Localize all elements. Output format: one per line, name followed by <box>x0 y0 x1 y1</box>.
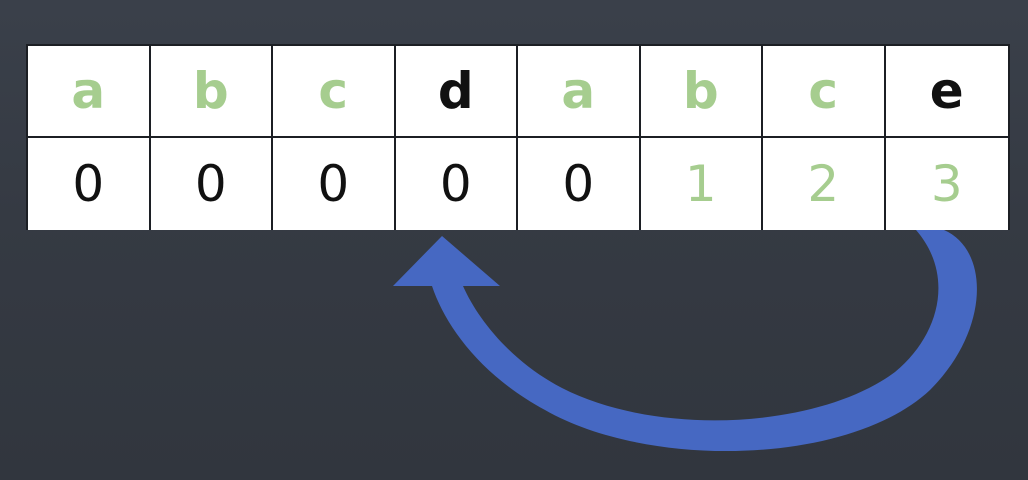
value-cell: 0 <box>273 138 396 230</box>
char-label: b <box>682 62 719 120</box>
value-label: 0 <box>317 155 350 213</box>
char-label: a <box>561 62 596 120</box>
value-label: 0 <box>72 155 105 213</box>
value-cell: 0 <box>518 138 641 230</box>
value-label: 1 <box>684 155 717 213</box>
value-cell: 3 <box>885 138 1008 230</box>
value-cell: 2 <box>763 138 886 230</box>
char-cell: a <box>518 46 641 138</box>
value-label: 0 <box>439 155 472 213</box>
char-cell: b <box>150 46 273 138</box>
value-label: 0 <box>194 155 227 213</box>
value-cell: 1 <box>640 138 763 230</box>
char-label: b <box>192 62 229 120</box>
char-cell: e <box>885 46 1008 138</box>
char-cell: d <box>395 46 518 138</box>
prefix-table: a b c d a b c e 0 0 0 0 0 1 2 3 <box>26 44 1010 230</box>
value-cell: 0 <box>150 138 273 230</box>
char-label: d <box>437 62 474 120</box>
value-label: 3 <box>930 155 963 213</box>
char-cell: c <box>273 46 396 138</box>
value-cell: 0 <box>28 138 151 230</box>
char-cell: c <box>763 46 886 138</box>
curved-arrow-icon <box>393 230 977 452</box>
char-cell: a <box>28 46 151 138</box>
char-label: c <box>318 62 349 120</box>
value-cell: 0 <box>395 138 518 230</box>
value-label: 0 <box>562 155 595 213</box>
char-cell: b <box>640 46 763 138</box>
char-label: a <box>71 62 106 120</box>
value-label: 2 <box>807 155 840 213</box>
char-label: c <box>808 62 839 120</box>
char-label: e <box>929 62 964 120</box>
